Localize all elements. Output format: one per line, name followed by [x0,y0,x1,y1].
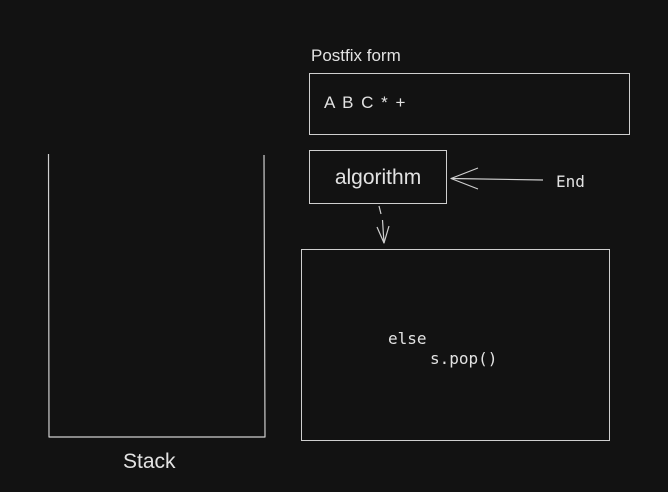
algorithm-box: algorithm [309,150,447,204]
algorithm-down-arrow-head [376,225,390,244]
end-label: End [556,172,585,191]
algorithm-label: algorithm [334,166,422,189]
end-arrow-head [450,167,479,190]
stack-label: Stack [123,450,176,473]
postfix-form-label: Postfix form [311,46,401,65]
algorithm-down-arrow-shaft [378,205,385,244]
stack-container [47,153,266,438]
code-box: else s.pop() [301,249,610,441]
postfix-expression: A B C * + [324,93,407,112]
postfix-expression-box: A B C * + [309,73,630,135]
end-arrow-shaft [451,177,544,181]
code-line-else: else [388,329,427,348]
code-line-pop: s.pop() [430,349,498,368]
